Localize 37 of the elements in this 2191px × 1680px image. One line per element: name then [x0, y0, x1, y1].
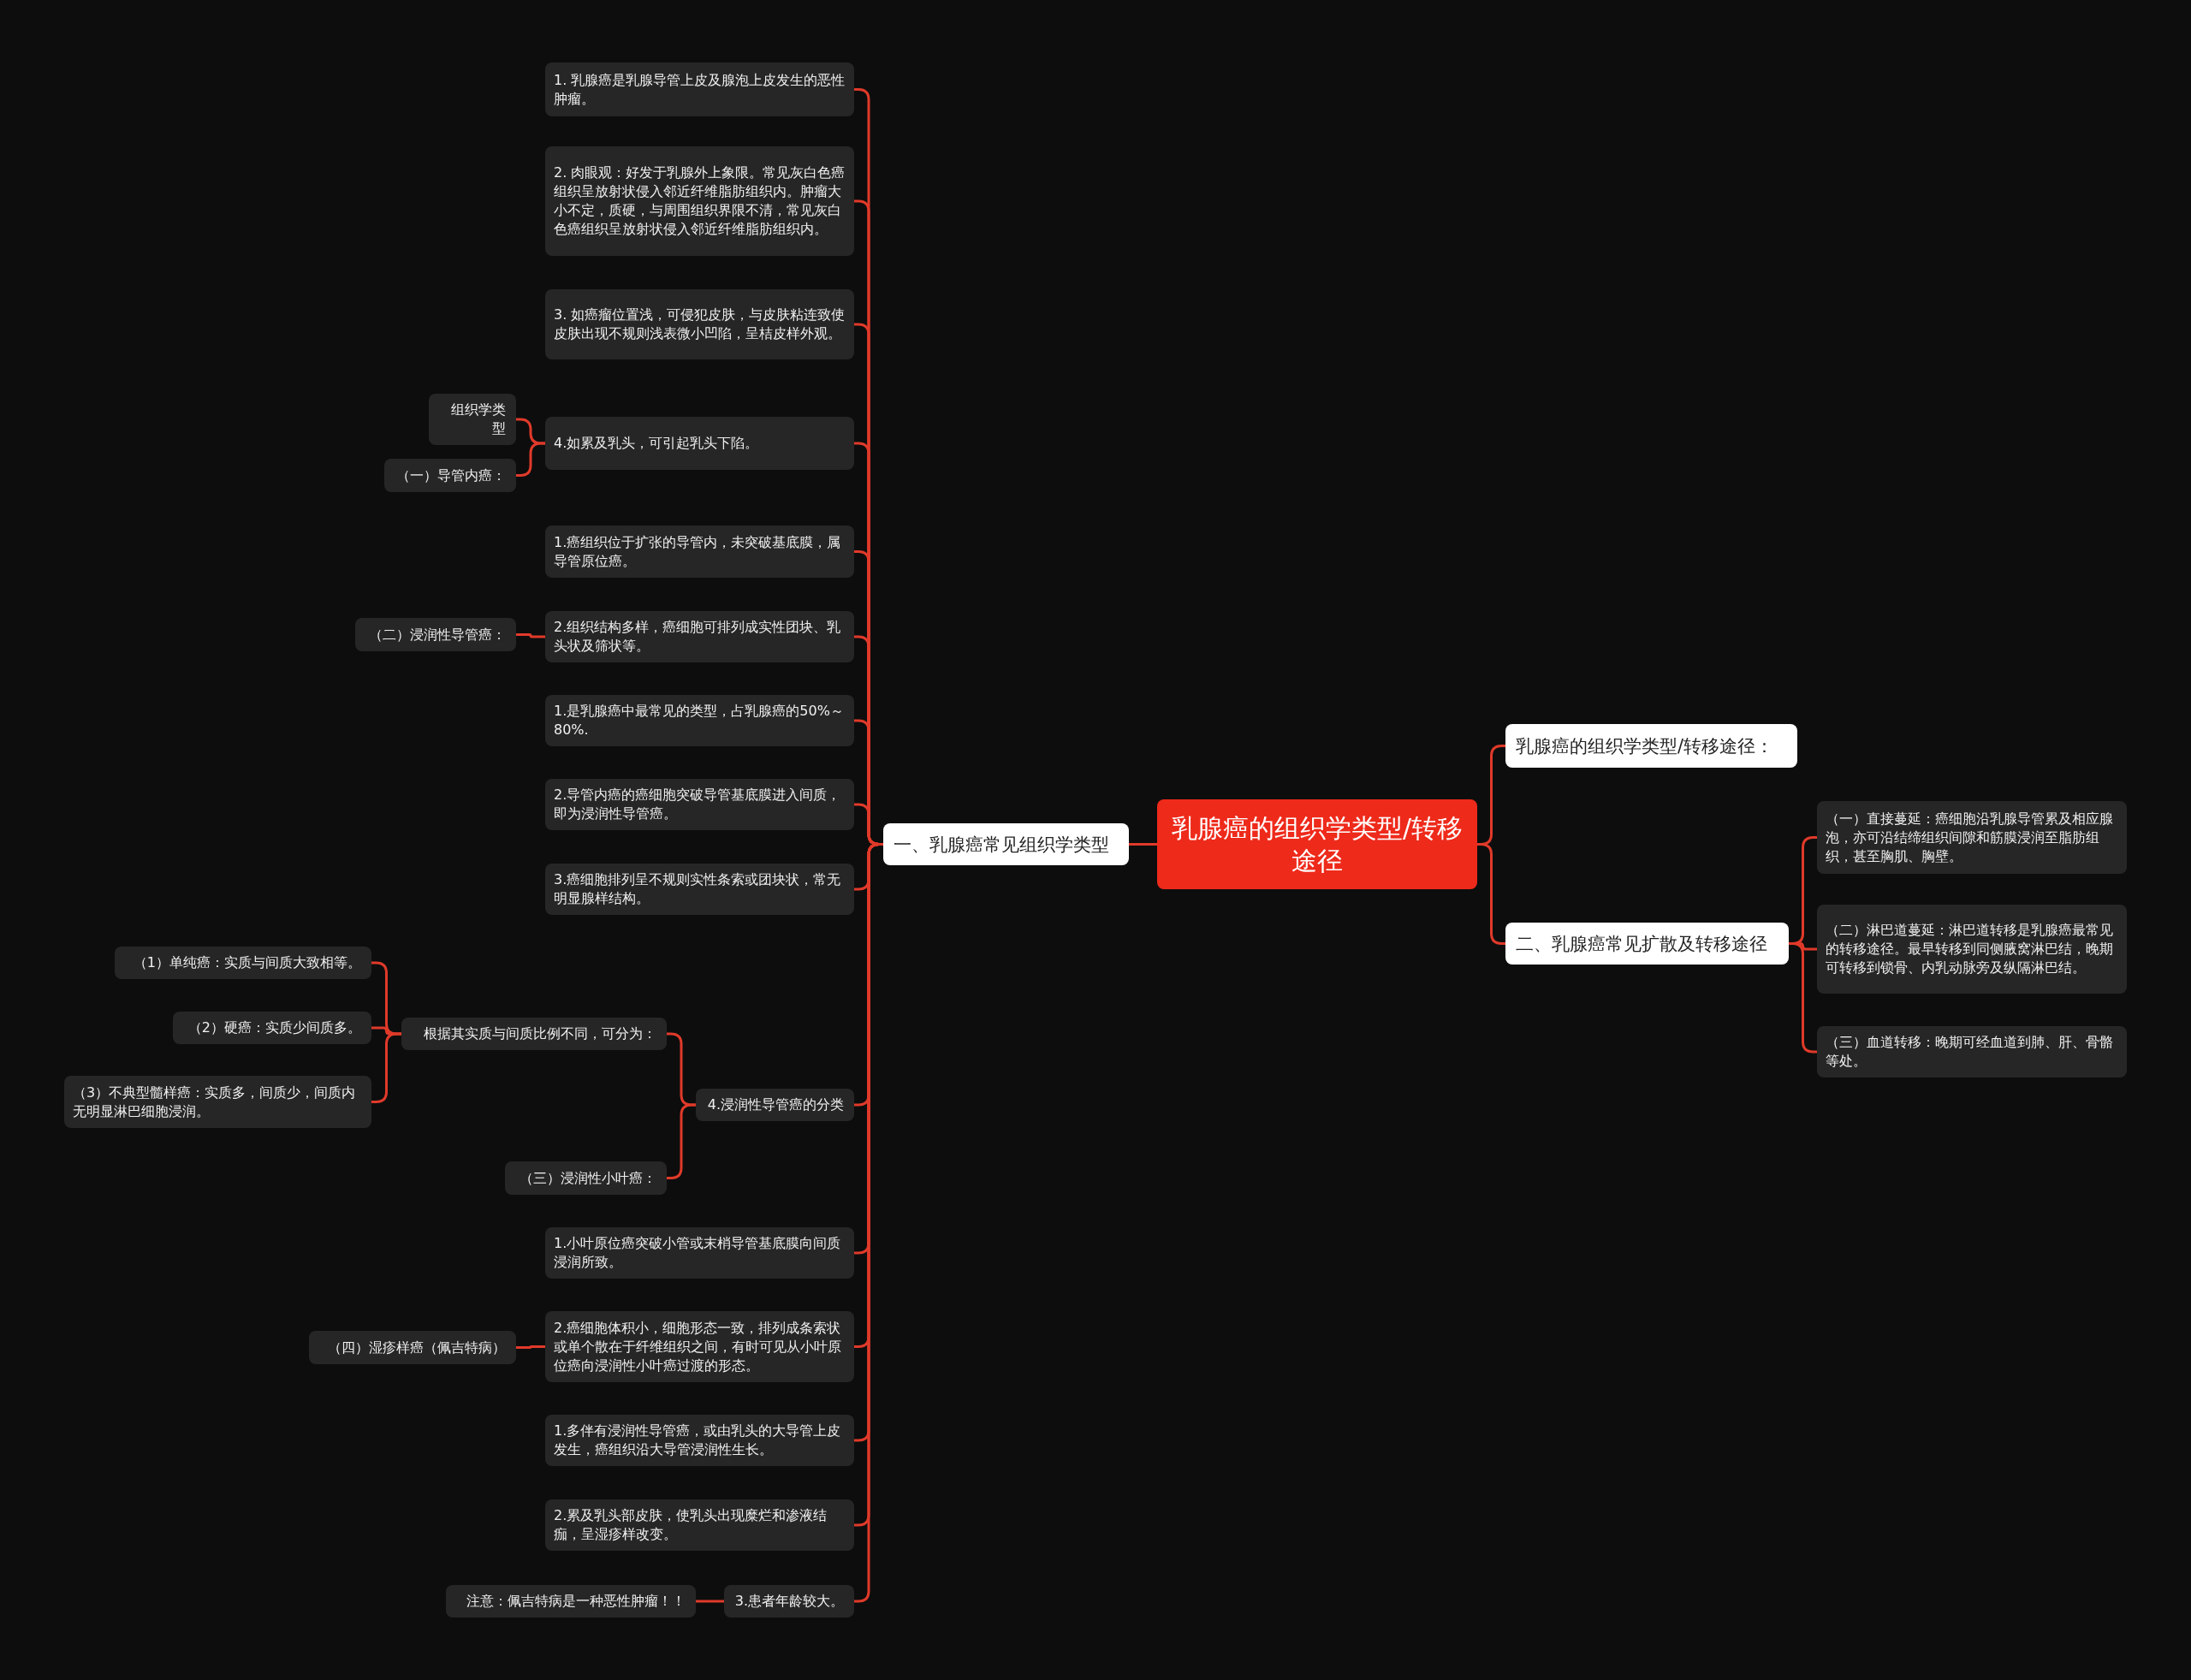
note-box: 1. 乳腺癌是乳腺导管上皮及腺泡上皮发生的恶性肿瘤。 — [545, 62, 854, 116]
root-topic-box: 乳腺癌的组织学类型/转移途径 — [1157, 799, 1477, 889]
branch-topic-box: 乳腺癌的组织学类型/转移途径： — [1505, 724, 1797, 768]
connector-line — [516, 442, 545, 477]
note-box: （二）浸润性导管癌： — [355, 618, 516, 651]
note-box: （2）硬癌：实质少间质多。 — [173, 1012, 371, 1044]
note-box: （一）直接蔓延：癌细胞沿乳腺导管累及相应腺泡，亦可沿结缔组织间隙和筋膜浸润至脂肪组织，甚至胸肌、胸壁。 — [1817, 801, 2127, 874]
note-box: 4.浸润性导管癌的分类 — [696, 1089, 854, 1121]
note-box: 注意：佩吉特病是一种恶性肿瘤！！ — [446, 1585, 696, 1618]
note-box: （四）湿疹样癌（佩吉特病） — [309, 1331, 516, 1364]
note-box: 2.导管内癌的癌细胞突破导管基底膜进入间质，即为浸润性导管癌。 — [545, 779, 854, 830]
note-box: 1.癌组织位于扩张的导管内，未突破基底膜，属导管原位癌。 — [545, 525, 854, 578]
note-box: 根据其实质与间质比例不同，可分为： — [401, 1018, 667, 1050]
connector-line — [696, 1600, 724, 1603]
note-box: 2.累及乳头部皮肤，使乳头出现糜烂和渗液结痂，呈湿疹样改变。 — [545, 1499, 854, 1551]
note-box: 1.是乳腺癌中最常见的类型，占乳腺癌的50%～80%. — [545, 695, 854, 746]
note-box: （3）不典型髓样癌：实质多，间质少，间质内无明显淋巴细胞浸润。 — [64, 1076, 371, 1128]
note-box: 3.癌细胞排列呈不规则实性条索或团块状，常无明显腺样结构。 — [545, 864, 854, 915]
note-box: 2.组织结构多样，癌细胞可排列成实性团块、乳头状及筛状等。 — [545, 611, 854, 662]
note-box: 4.如累及乳头，可引起乳头下陷。 — [545, 417, 854, 470]
note-box: 1.多伴有浸润性导管癌，或由乳头的大导管上皮发生，癌组织沿大导管浸润性生长。 — [545, 1415, 854, 1466]
note-box: 2. 肉眼观：好发于乳腺外上象限。常见灰白色癌组织呈放射状侵入邻近纤维脂肪组织内。肿瘤大小不定，质硬，与周围组织界限不清，常见灰白色癌组织呈放射状侵入邻近纤维脂肪组织内。 — [545, 146, 854, 256]
note-box: （三）浸润性小叶癌： — [505, 1161, 667, 1195]
connector-line — [516, 633, 545, 638]
note-box: 3. 如癌瘤位置浅，可侵犯皮肤，与皮肤粘连致使皮肤出现不规则浅表微小凹陷，呈桔皮样外观。 — [545, 289, 854, 359]
note-box: （一）导管内癌： — [384, 459, 516, 492]
note-box: （三）血道转移：晚期可经血道到肺、肝、骨骼等处。 — [1817, 1026, 2127, 1077]
branch-topic-box: 一、乳腺癌常见组织学类型 — [883, 823, 1129, 865]
note-box: 2.癌细胞体积小，细胞形态一致，排列成条索状或单个散在于纤维组织之间，有时可见从小叶原位癌向浸润性小叶癌过渡的形态。 — [545, 1311, 854, 1382]
note-box: 1.小叶原位癌突破小管或末梢导管基底膜向间质浸润所致。 — [545, 1227, 854, 1279]
branch-topic-box: 二、乳腺癌常见扩散及转移途径 — [1505, 923, 1789, 965]
note-box: 3.患者年龄较大。 — [724, 1585, 854, 1618]
connector-line — [1129, 843, 1157, 846]
note-box: （二）淋巴道蔓延：淋巴道转移是乳腺癌最常见的转移途径。最早转移到同侧腋窝淋巴结，晚期可转移到锁骨、内乳动脉旁及纵隔淋巴结。 — [1817, 905, 2127, 994]
connector-line — [516, 1345, 545, 1349]
note-box: 组织学类型 — [429, 394, 516, 445]
note-box: （1）单纯癌：实质与间质大致相等。 — [115, 947, 371, 979]
